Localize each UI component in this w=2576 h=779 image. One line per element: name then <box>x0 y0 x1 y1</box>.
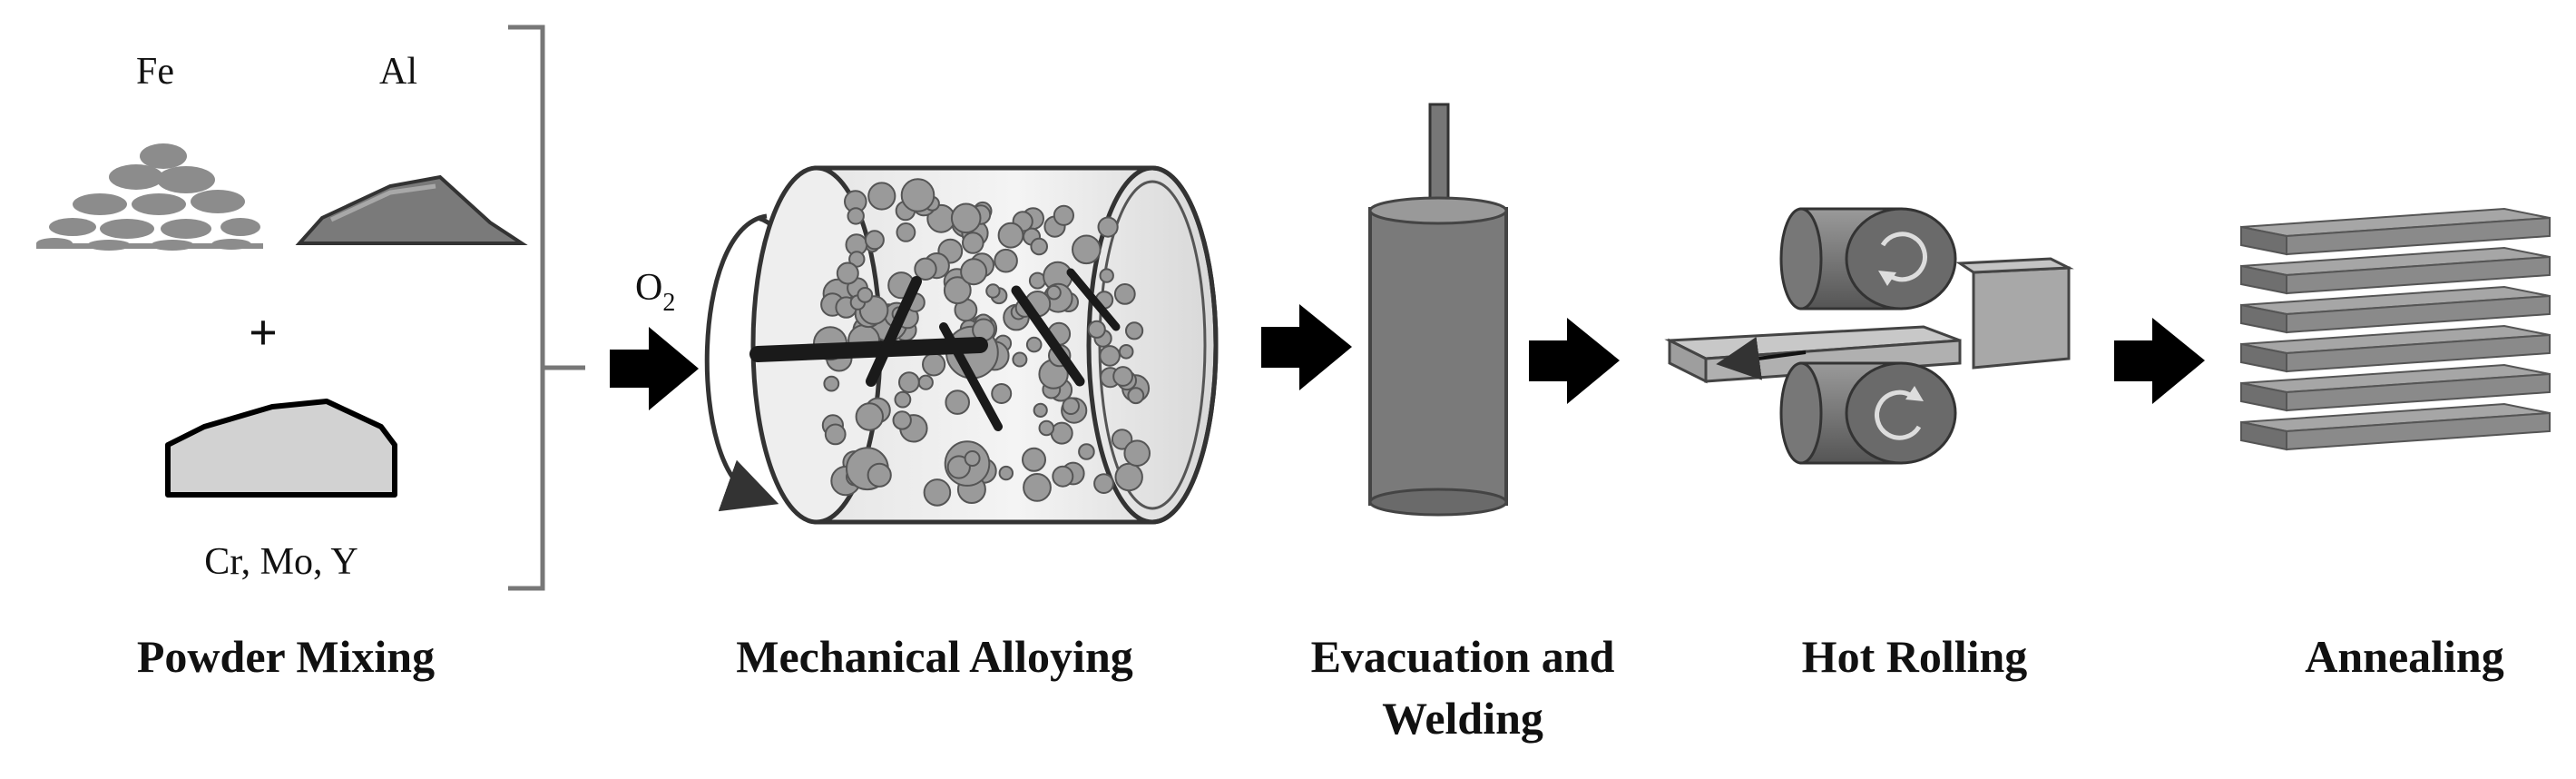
milling-ball <box>914 257 937 281</box>
label-powder-mixing: Powder Mixing <box>137 631 435 682</box>
mechanical-alloying-section: O2 <box>635 165 1219 525</box>
milling-ball <box>847 207 865 225</box>
milling-ball <box>836 261 859 285</box>
annealed-plate <box>2240 402 2551 451</box>
milling-ball <box>867 462 892 488</box>
milling-ball <box>1023 473 1052 502</box>
al-label: Al <box>379 51 417 93</box>
milling-ball <box>917 374 934 390</box>
annealed-plates-icon <box>2240 207 2551 451</box>
milling-ball <box>998 465 1014 481</box>
arrow-1 <box>610 327 699 410</box>
milling-ball <box>1052 465 1074 488</box>
milling-ball <box>894 390 912 409</box>
annealed-plate <box>2240 285 2551 334</box>
milling-ball <box>922 352 946 377</box>
al-powder-icon <box>295 174 528 245</box>
flow-arrows <box>610 304 2205 410</box>
milling-ball <box>985 283 1001 299</box>
milling-ball <box>1111 429 1133 450</box>
powder-bracket <box>508 25 585 591</box>
milling-ball <box>1030 237 1048 256</box>
milling-ball <box>892 410 912 430</box>
milling-ball <box>1114 462 1143 492</box>
milling-balls <box>813 178 1151 507</box>
label-evacuation-line2: Welding <box>1382 693 1543 744</box>
milling-ball <box>1053 204 1075 226</box>
fe-label: Fe <box>136 51 174 93</box>
milling-ball <box>1038 419 1055 437</box>
upper-roll <box>1779 207 1957 311</box>
gas-label: O2 <box>635 267 675 317</box>
milling-ball <box>1033 402 1048 418</box>
lower-roll <box>1779 361 1957 465</box>
rotation-arrow-icon <box>704 213 779 512</box>
canister-icon <box>1368 103 1508 517</box>
milling-ball <box>1078 443 1095 460</box>
milling-ball <box>857 287 874 303</box>
milling-ball <box>991 383 1013 404</box>
milling-ball <box>994 248 1018 273</box>
annealed-plate <box>2240 363 2551 412</box>
milling-ball <box>864 230 885 251</box>
milling-ball <box>1046 284 1062 301</box>
milling-ball <box>1022 447 1046 472</box>
milling-ball <box>824 423 847 446</box>
milling-rods <box>749 268 1121 431</box>
label-mechanical-alloying: Mechanical Alloying <box>736 631 1133 682</box>
additive-powder-icon <box>165 399 397 498</box>
milling-ball <box>923 478 952 507</box>
milling-ball <box>1118 344 1134 360</box>
milling-ball <box>900 178 935 212</box>
label-annealing: Annealing <box>2305 631 2504 682</box>
annealed-plate <box>2240 324 2551 373</box>
milling-ball <box>1099 345 1121 367</box>
milling-ball <box>1099 268 1114 283</box>
milling-ball <box>1097 216 1119 238</box>
milling-ball <box>960 258 988 286</box>
fe-powder-icon <box>36 143 263 251</box>
annealed-plate <box>2240 207 2551 256</box>
milling-ball <box>1123 439 1151 468</box>
milling-ball <box>1050 421 1073 445</box>
milling-ball <box>1072 234 1102 265</box>
milling-ball <box>1062 397 1080 416</box>
powder-mixing-section: Fe Al + Cr, <box>36 25 585 591</box>
annealed-plate <box>2240 246 2551 295</box>
label-hot-rolling: Hot Rolling <box>1802 631 2028 682</box>
milling-ball <box>1113 283 1136 305</box>
milling-ball <box>858 295 889 325</box>
arrow-4 <box>2114 318 2205 404</box>
milling-ball <box>1025 336 1043 353</box>
additives-label: Cr, Mo, Y <box>204 541 358 583</box>
milling-ball <box>898 371 920 394</box>
milling-ball <box>945 390 970 415</box>
milling-ball <box>896 222 916 242</box>
milling-ball <box>823 375 840 392</box>
milling-ball <box>1093 473 1114 494</box>
arrow-2 <box>1261 304 1352 390</box>
plus-sign: + <box>249 305 278 361</box>
milling-ball <box>1127 387 1145 405</box>
milling-ball <box>1125 321 1144 340</box>
milling-ball <box>964 450 981 467</box>
arrow-3 <box>1529 318 1620 404</box>
milling-ball <box>1087 320 1106 339</box>
milling-ball <box>997 222 1024 249</box>
milling-ball <box>1012 351 1028 368</box>
milling-ball <box>943 276 972 305</box>
stage-labels: Powder Mixing Mechanical Alloying Evacua… <box>137 631 2504 744</box>
milling-ball <box>962 232 984 254</box>
milling-ball <box>867 182 896 211</box>
hot-rolling-mill-icon <box>1664 207 2074 465</box>
milling-ball <box>1112 366 1133 387</box>
label-evacuation-line1: Evacuation and <box>1311 631 1615 682</box>
rolling-direction-icon <box>1716 337 1807 380</box>
milling-ball <box>946 455 971 479</box>
milling-ball <box>950 202 982 234</box>
milling-ball <box>855 402 884 431</box>
